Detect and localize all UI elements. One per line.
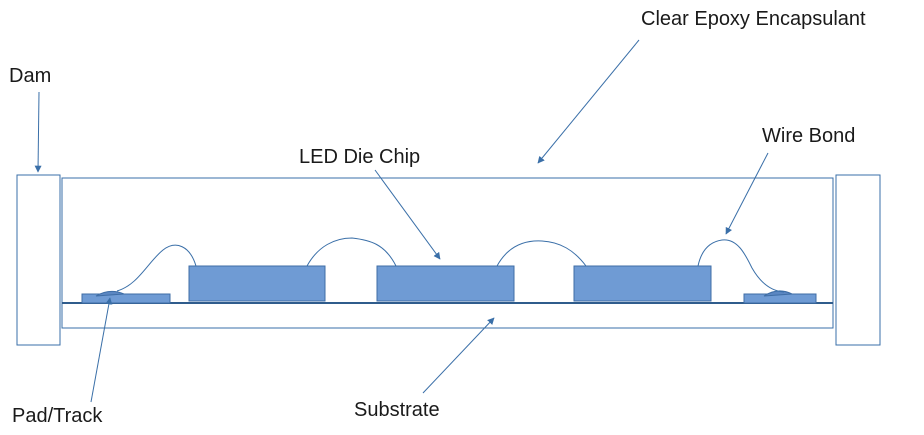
label-substrate: Substrate (354, 399, 440, 421)
dam-right (835, 174, 881, 346)
label-wire-bond: Wire Bond (762, 125, 855, 147)
label-led-die-chip: LED Die Chip (299, 146, 420, 168)
bond-bump-left (95, 290, 125, 297)
label-clear-epoxy-encapsulant: Clear Epoxy Encapsulant (641, 8, 866, 30)
led-die-chip-2 (376, 265, 515, 302)
dam-arrow (34, 91, 42, 173)
wire-bond-3 (496, 240, 587, 267)
wire-bond-4 (697, 239, 785, 293)
led-die-chip-1 (188, 265, 326, 302)
encapsulant-arrow (537, 39, 640, 164)
pad-left (81, 293, 171, 304)
substrate-arrow (422, 317, 495, 394)
wire-bond-2 (306, 237, 397, 267)
led-die-chip-arrow (374, 169, 441, 260)
dam-left (16, 174, 61, 346)
led-die-chip-3 (573, 265, 712, 302)
label-dam: Dam (9, 65, 51, 87)
pad-track-arrow (90, 297, 113, 403)
substrate (61, 302, 834, 329)
label-pad-track: Pad/Track (12, 405, 103, 427)
wire-bond-arrow (725, 152, 769, 235)
wire-bond-1 (116, 244, 197, 292)
